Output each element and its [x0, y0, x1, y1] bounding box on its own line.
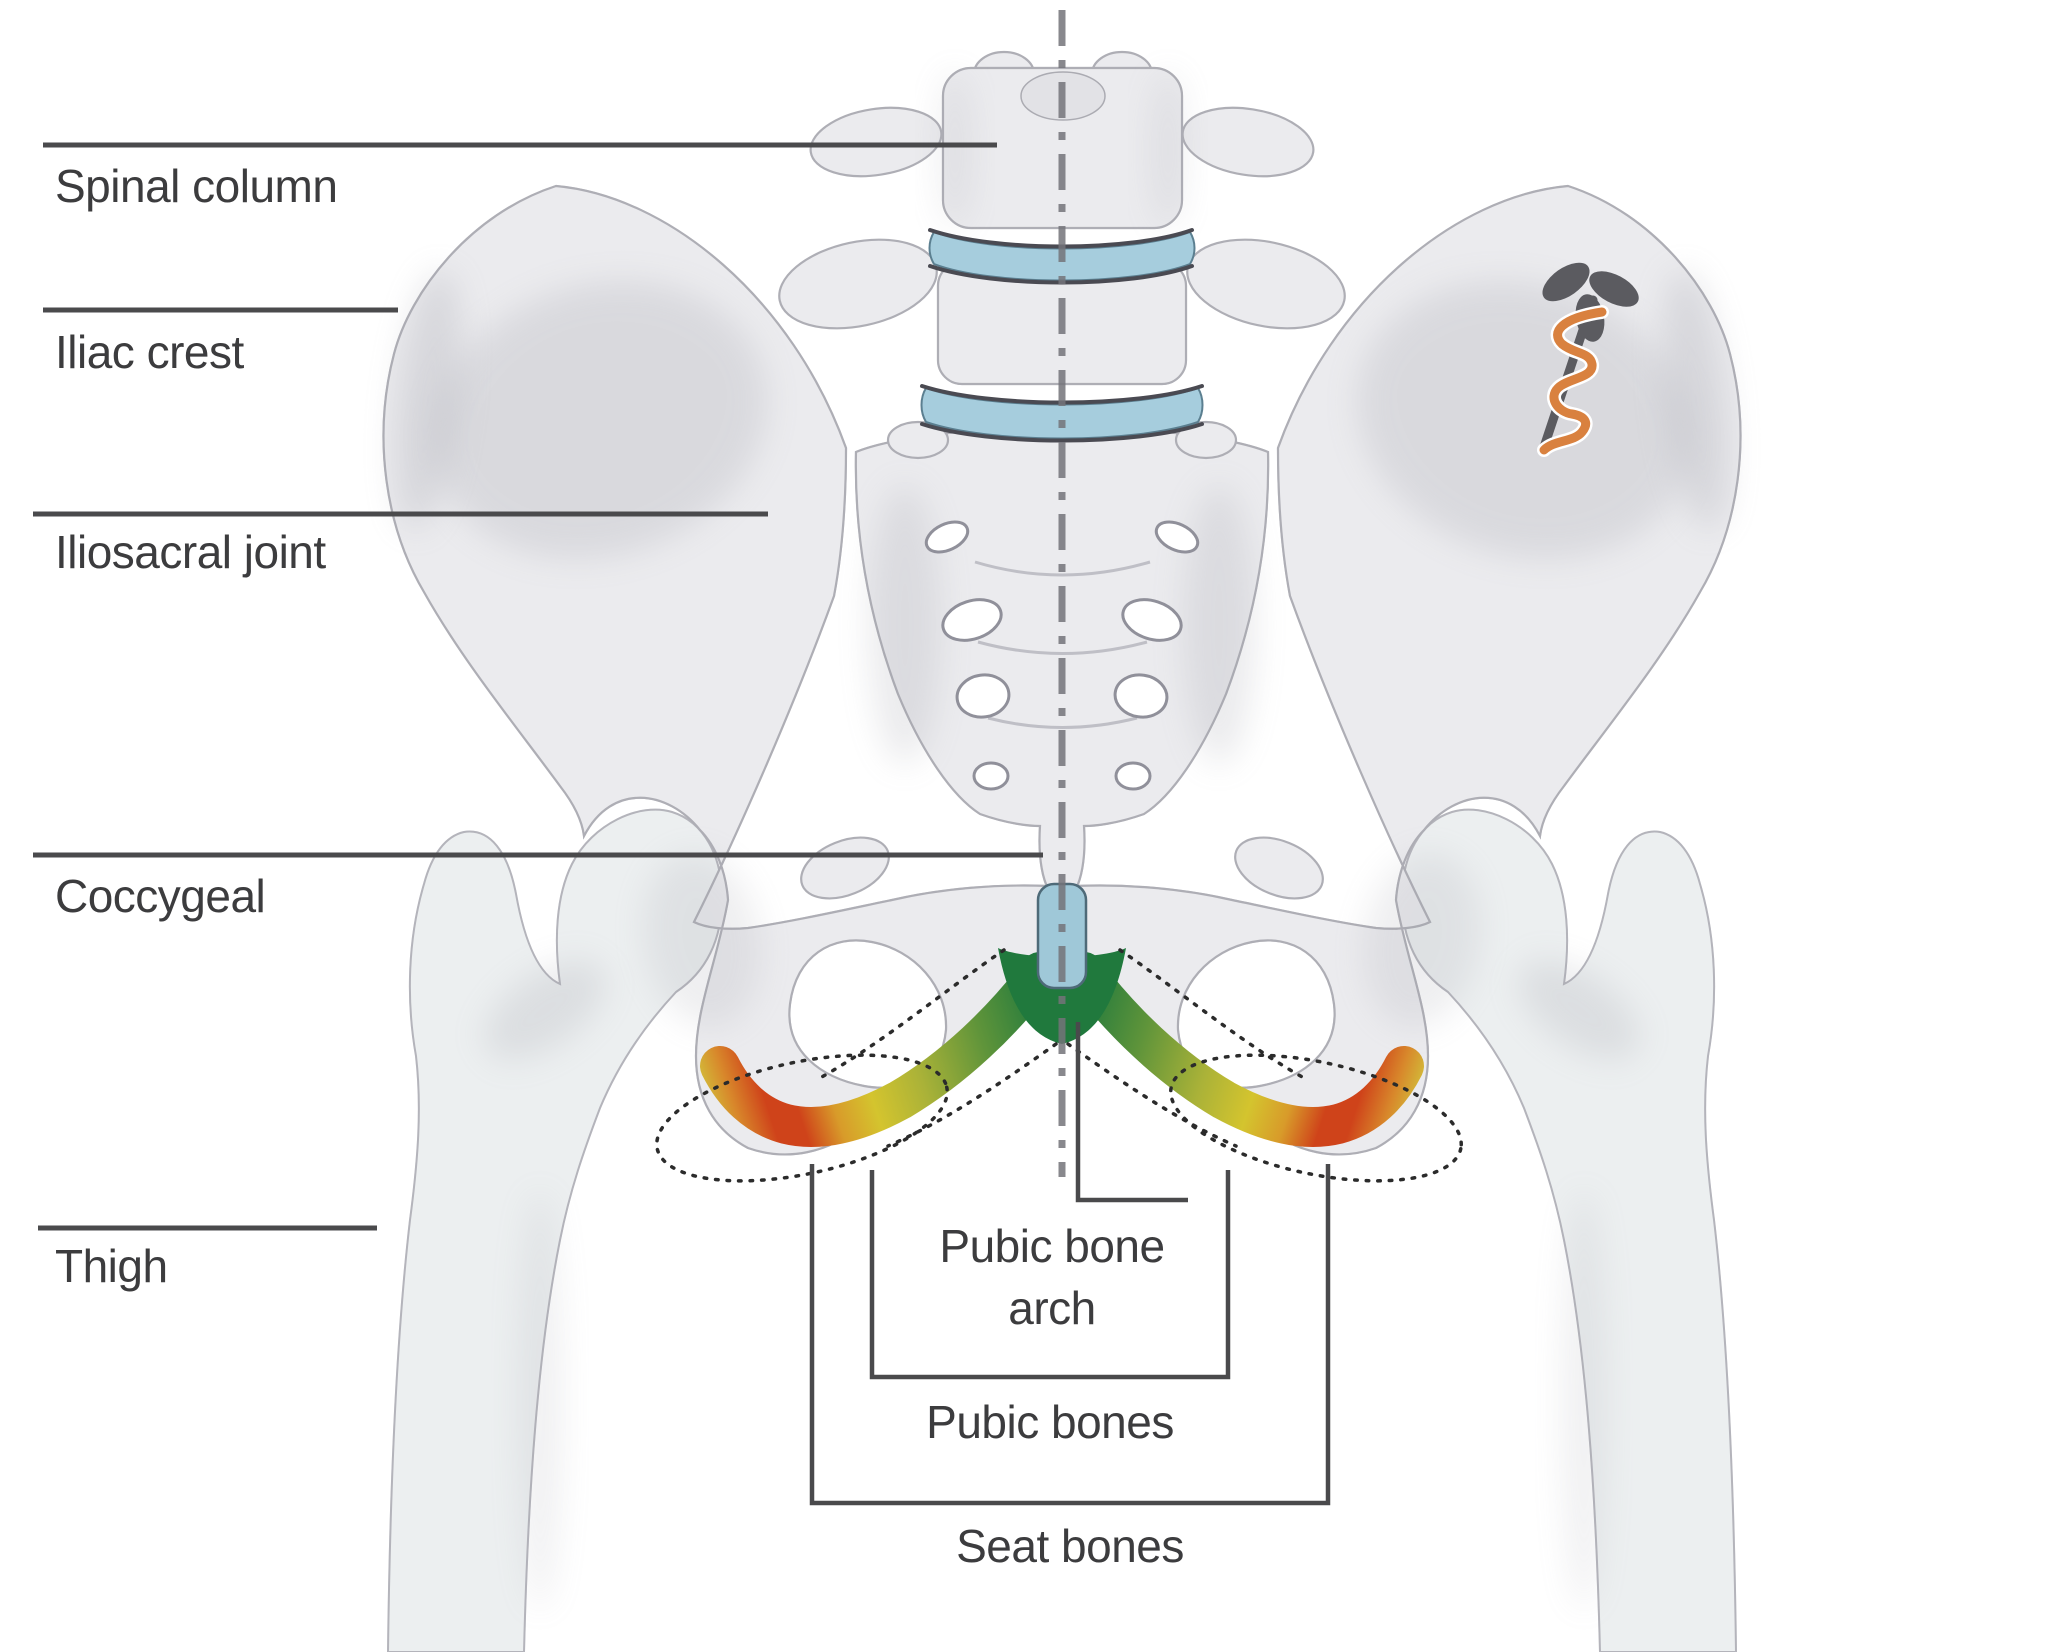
spinal-column	[778, 50, 1346, 460]
pubic-bone-arch-label-line2: arch	[1008, 1282, 1095, 1334]
left-hip-and-femur	[382, 184, 1060, 1652]
spinal-column-label: Spinal column	[55, 160, 337, 212]
coccygeal-label: Coccygeal	[55, 870, 265, 922]
rod-of-asclepius-icon	[1537, 262, 1639, 457]
seat-bone-dashed-ellipse-left	[655, 1053, 949, 1183]
brackets	[809, 1022, 1331, 1506]
iliac-crest-label: Iliac crest	[55, 326, 244, 378]
pressure-zone-dashed-outlines	[655, 948, 1463, 1183]
labels: Spinal column Iliac crest Iliosacral joi…	[55, 160, 1184, 1572]
thigh-label: Thigh	[55, 1240, 168, 1292]
leader-lines	[33, 142, 1043, 1231]
pubic-bone-arch-leader	[1075, 1022, 1188, 1203]
iliosacral-joint-label: Iliosacral joint	[55, 526, 326, 578]
pubic-bones-bracket	[869, 1170, 1231, 1380]
seat-bones-bracket	[809, 1164, 1331, 1506]
seat-bones-label: Seat bones	[956, 1520, 1184, 1572]
pubic-bone-arch-label-line1: Pubic bone	[939, 1220, 1164, 1272]
seat-bone-dashed-ellipse-right	[1169, 1053, 1463, 1183]
pressure-band	[700, 952, 1060, 1147]
pubic-bones-label: Pubic bones	[926, 1396, 1174, 1448]
sacral-foramina	[924, 520, 1200, 791]
